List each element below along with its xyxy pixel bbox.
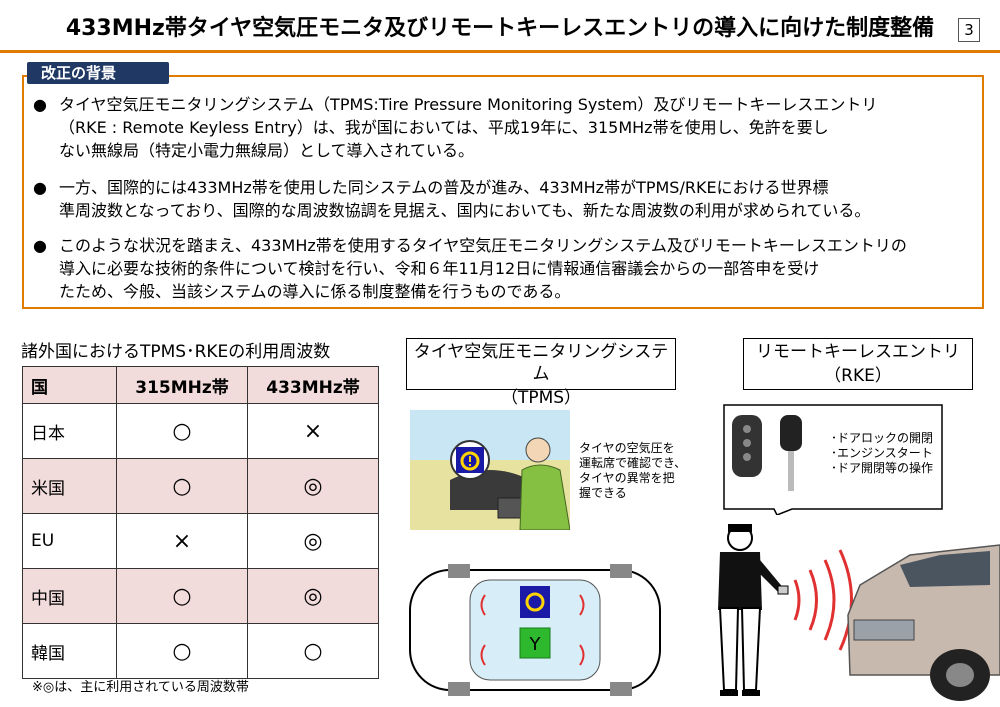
table-row: EU × ◎ <box>22 513 379 569</box>
table-row: 米国 ○ ◎ <box>22 458 379 514</box>
signal-wave-icon <box>793 579 801 621</box>
table-caption: 諸外国におけるTPMS･RKEの利用周波数 <box>21 342 331 362</box>
signal-wave-icon <box>480 594 486 616</box>
table-row: 中国 ○ ◎ <box>22 568 379 624</box>
cell-433: × <box>247 403 379 459</box>
title-underline <box>0 50 1000 53</box>
page-number: 3 <box>958 18 980 42</box>
rke-label-line2: （RKE） <box>824 366 892 386</box>
cell-433: ○ <box>247 623 379 679</box>
tpms-car-topview: Y <box>409 564 661 696</box>
cell-433: ◎ <box>247 458 379 514</box>
cell-433: ◎ <box>247 568 379 624</box>
signal-wave-icon <box>823 559 836 641</box>
country-cell: 日本 <box>22 403 117 459</box>
driver-head <box>525 437 551 463</box>
rke-feature-item: ･エンジンスタート <box>831 446 933 460</box>
tpms-description: タイヤの空気圧を 運転席で確認でき、 タイヤの異常を把 握できる <box>579 441 699 501</box>
background-section-box <box>22 75 984 309</box>
tpms-desc-line: タイヤの異常を把 <box>579 471 675 485</box>
cell-433: ◎ <box>247 513 379 569</box>
rke-feature-list: ･ドアロックの開閉 ･エンジンスタート ･ドア開閉等の操作 <box>831 431 951 476</box>
bullet-line: （RKE : Remote Keyless Entry）は、我が国においては、平… <box>59 118 829 137</box>
rke-feature-item: ･ドア開閉等の操作 <box>831 461 934 475</box>
background-bullet-3: ● このような状況を踏まえ、433MHz帯を使用するタイヤ空気圧モニタリングシス… <box>33 234 968 303</box>
table-row: 日本 ○ × <box>22 403 379 459</box>
signal-wave-icon <box>838 549 853 651</box>
bullet-line: タイヤ空気圧モニタリングシステム（TPMS:Tire Pressure Moni… <box>59 95 878 114</box>
table-header-row: 国 315MHz帯 433MHz帯 <box>22 366 379 404</box>
header-315mhz: 315MHz帯 <box>116 366 248 404</box>
bullet-line: たため、今般、当該システムの導入に係る制度整備を行うものである。 <box>59 282 571 301</box>
tpms-label-box: タイヤ空気圧モニタリングシステム （TPMS） <box>406 338 676 408</box>
tire-icon <box>610 682 632 696</box>
tpms-desc-line: 運転席で確認でき、 <box>579 456 687 470</box>
bullet-icon: ● <box>33 95 47 114</box>
rke-feature-item: ･ドアロックの開閉 <box>831 431 934 445</box>
bullet-line: 一方、国際的には433MHz帯を使用した同システムの普及が進み、433MHz帯が… <box>59 178 829 197</box>
rke-label-line1: リモートキーレスエントリ <box>756 342 960 362</box>
header-433mhz: 433MHz帯 <box>247 366 379 404</box>
bullet-line: このような状況を踏まえ、433MHz帯を使用するタイヤ空気圧モニタリングシステム… <box>59 236 907 255</box>
svg-text:Y: Y <box>529 634 542 655</box>
background-section-label: 改正の背景 <box>27 62 169 84</box>
signal-wave-icon <box>808 569 818 631</box>
tpms-desc-line: タイヤの空気圧を <box>579 441 675 455</box>
tpms-label-line1: タイヤ空気圧モニタリングシステム <box>413 342 669 384</box>
country-cell: 中国 <box>22 568 117 624</box>
suv-car-illustration <box>847 544 1000 701</box>
signal-wave-icon <box>579 594 585 616</box>
signal-wave-icon <box>579 644 585 666</box>
person-illustration <box>718 524 789 696</box>
header-country: 国 <box>22 366 117 404</box>
table-row: 韓国 ○ ○ <box>22 623 379 679</box>
rke-label-box: リモートキーレスエントリ （RKE） <box>743 338 973 390</box>
cell-315: ○ <box>116 568 248 624</box>
bullet-line: ない無線局（特定小電力無線局）として導入されている。 <box>59 141 475 160</box>
rke-key-callout <box>723 404 943 515</box>
tire-icon <box>610 564 632 578</box>
antenna-icon <box>519 627 551 659</box>
tire-icon <box>448 682 470 696</box>
bullet-icon: ● <box>33 236 47 255</box>
cell-315: ○ <box>116 623 248 679</box>
remote-key-icon <box>777 585 789 595</box>
cell-315: × <box>116 513 248 569</box>
country-cell: EU <box>22 513 117 569</box>
frequency-table: 国 315MHz帯 433MHz帯 日本 ○ × 米国 ○ ◎ EU × ◎ 中… <box>22 366 379 679</box>
tire-icon <box>448 564 470 578</box>
tpms-warning-icon <box>460 451 480 471</box>
tpms-desc-line: 握できる <box>579 486 627 500</box>
bullet-icon: ● <box>33 178 47 197</box>
signal-wave-icon <box>480 644 486 666</box>
tpms-label-line2: （TPMS） <box>500 388 582 408</box>
rke-signal-waves <box>793 549 853 651</box>
background-bullet-2: ● 一方、国際的には433MHz帯を使用した同システムの普及が進み、433MHz… <box>33 176 968 222</box>
cell-315: ○ <box>116 458 248 514</box>
tpms-dashboard-illustration <box>410 410 570 530</box>
page-title: 433MHz帯タイヤ空気圧モニタ及びリモートキーレスエントリの導入に向けた制度整… <box>65 16 935 41</box>
background-bullet-1: ● タイヤ空気圧モニタリングシステム（TPMS:Tire Pressure Mo… <box>33 93 968 162</box>
bullet-line: 準周波数となっており、国際的な周波数協調を見据え、国内においても、新たな周波数の… <box>59 201 871 220</box>
country-cell: 韓国 <box>22 623 117 679</box>
country-cell: 米国 <box>22 458 117 514</box>
table-footnote: ※◎は、主に利用されている周波数帯 <box>32 680 249 695</box>
cell-315: ○ <box>116 403 248 459</box>
tpms-monitor-icon <box>520 586 550 618</box>
car-key-icon <box>780 415 802 451</box>
bullet-line: 導入に必要な技術的条件について検討を行い、令和６年11月12日に情報通信審議会か… <box>59 259 820 278</box>
